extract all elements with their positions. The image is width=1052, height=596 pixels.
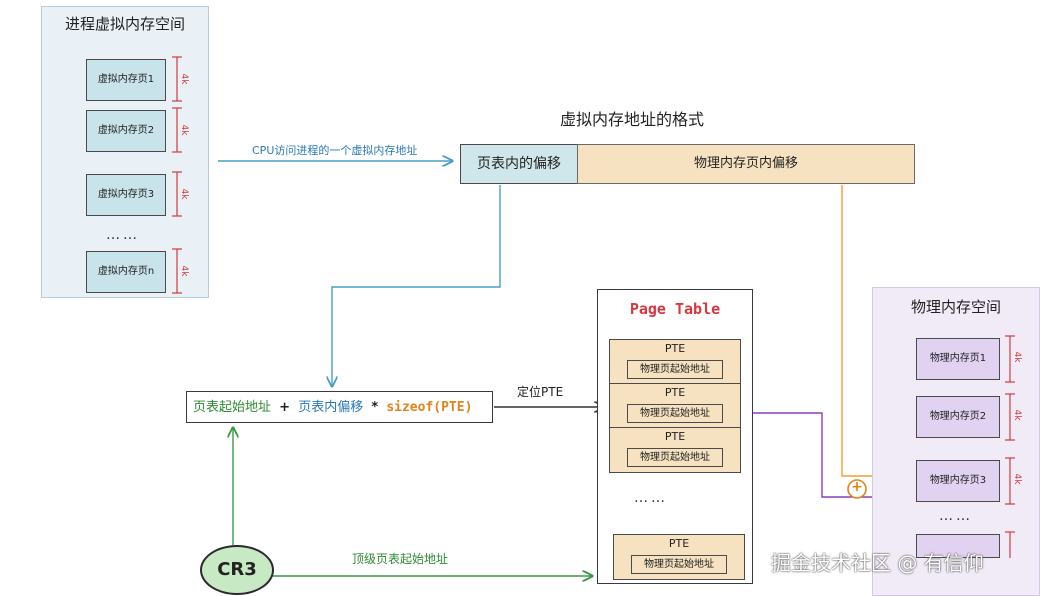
pte-entry-1: PTE 物理页起始地址 [609,339,741,385]
address-format-title: 虚拟内存地址的格式 [560,110,705,129]
top-level-table-label: 顶级页表起始地址 [352,552,449,566]
physical-size-label-2: 4k [1012,409,1022,421]
pte-physical-start: 物理页起始地址 [627,448,723,467]
page-table-title: Page Table [629,300,721,318]
virtual-page-1: 虚拟内存页1 [86,59,166,101]
pte-entry-4: PTE 物理页起始地址 [613,534,745,580]
page-table-ellipsis: …… [634,490,668,506]
plus-icon: + [851,479,863,495]
pte-physical-start: 物理页起始地址 [631,555,727,574]
physical-size-markers [1005,335,1015,558]
page-table: Page Table PTE 物理页起始地址 PTE 物理页起始地址 PTE 物… [597,289,753,584]
virtual-page-2: 虚拟内存页2 [86,110,166,152]
locate-pte-label: 定位PTE [517,385,564,399]
pte-entry-2: PTE 物理页起始地址 [609,383,741,429]
virtual-pages-ellipsis: …… [106,227,140,243]
physical-page-2: 物理内存页2 [916,396,1000,438]
formula-table-offset: 页表内偏移 [298,400,364,415]
physical-page-3: 物理内存页3 [916,460,1000,502]
pte-physical-start: 物理页起始地址 [627,360,723,379]
formula-table-start: 页表起始地址 [193,400,272,415]
physical-page-1: 物理内存页1 [916,338,1000,380]
virtual-size-label-3: 4k [179,188,189,200]
physical-size-label-1: 4k [1012,351,1022,363]
physical-memory-title: 物理内存空间 [910,298,1001,316]
physical-size-label-3: 4k [1012,473,1022,485]
physical-memory-panel: 物理内存空间 物理内存页1 物理内存页2 物理内存页3 …… 4k 4k 4k [872,287,1040,596]
pte-formula-box: 页表起始地址 + 页表内偏移 * sizeof(PTE) [186,391,493,423]
formula-sizeof: sizeof(PTE) [386,400,473,415]
virtual-size-markers [172,56,182,294]
pte-label: PTE [664,430,686,443]
pte-label: PTE [664,342,686,355]
virtual-memory-title: 进程虚拟内存空间 [64,15,185,33]
virtual-size-label-n: 4k [179,265,189,277]
virtual-size-label-1: 4k [179,73,189,85]
pte-to-physical-page-arrow [712,412,908,497]
watermark: 掘金技术社区 @ 有信仰 [771,551,984,575]
physical-pages-ellipsis: …… [939,508,973,524]
address-physical-offset-field: 物理内存页内偏移 [577,144,915,184]
cpu-access-label: CPU访问进程的一个虚拟内存地址 [252,144,418,157]
pte-label: PTE [668,537,690,550]
virtual-size-label-2: 4k [179,124,189,136]
plus-circle-shape [847,479,867,499]
virtual-memory-panel: 进程虚拟内存空间 虚拟内存页1 虚拟内存页2 虚拟内存页3 …… 虚拟内存页n … [41,6,209,298]
offset-to-formula-arrow [332,185,501,386]
physical-page-partial [916,534,1000,558]
virtual-page-n: 虚拟内存页n [86,251,166,293]
pte-physical-start: 物理页起始地址 [627,404,723,423]
cr3-register: CR3 [200,545,274,595]
formula-plus: + [279,400,291,415]
pte-entry-3: PTE 物理页起始地址 [609,427,741,473]
formula-multiply: * [371,400,379,415]
pte-label: PTE [664,386,686,399]
address-offset-field: 页表内的偏移 [460,144,578,184]
virtual-page-3: 虚拟内存页3 [86,174,166,216]
